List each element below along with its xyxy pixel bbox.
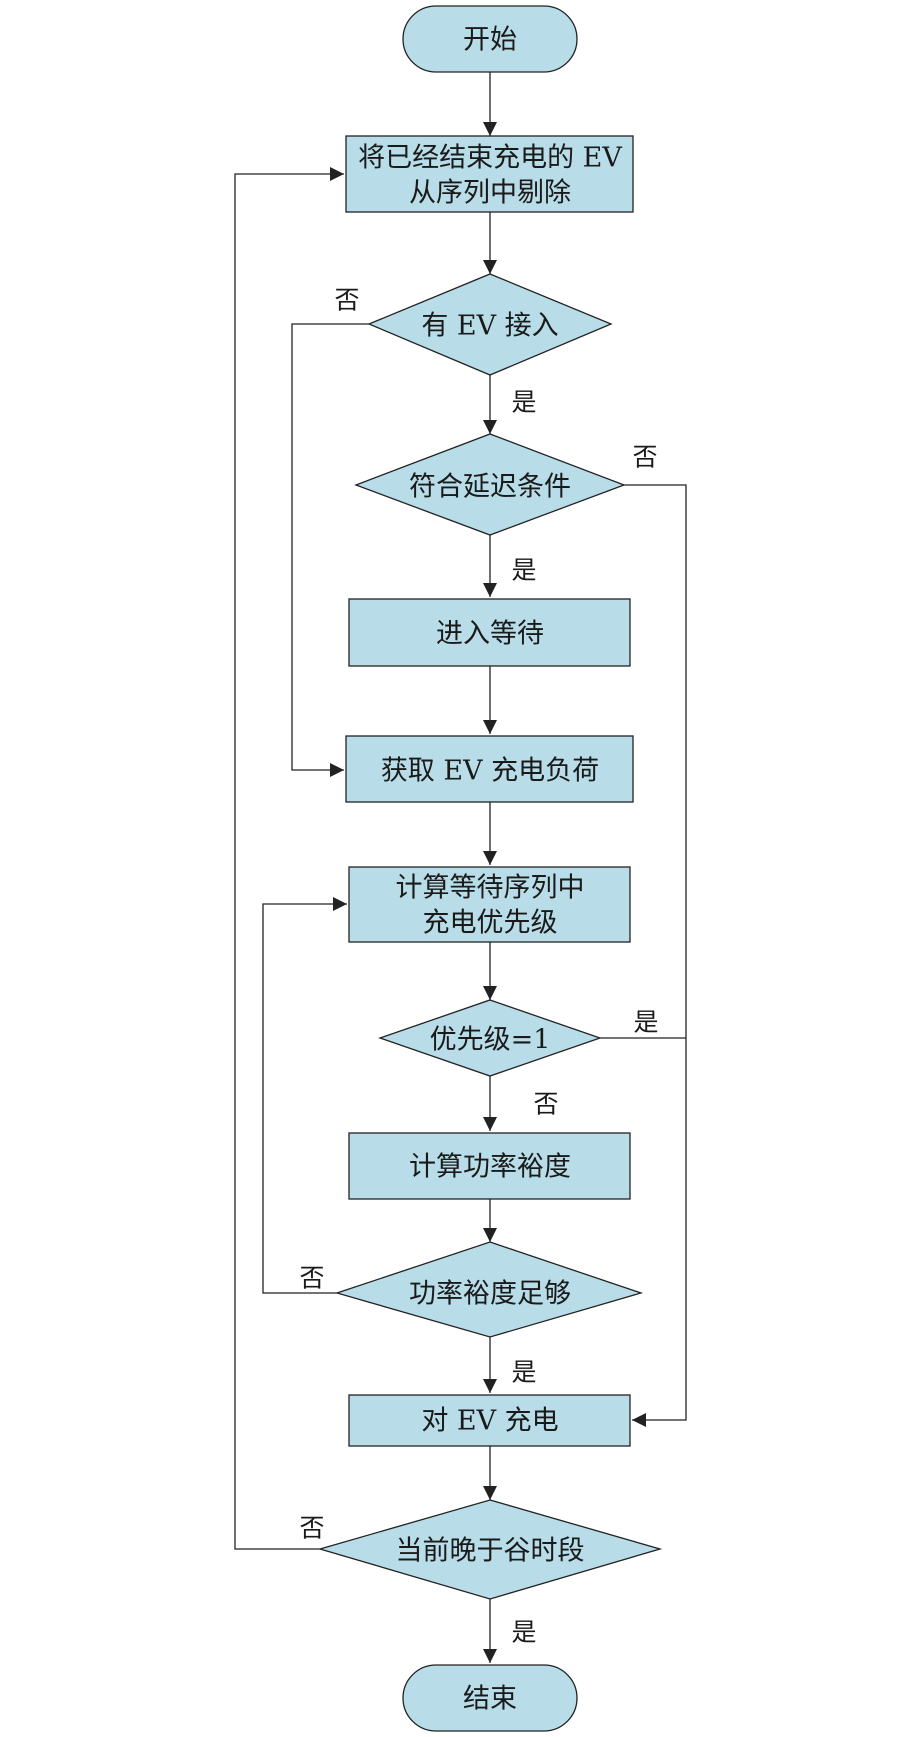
priority-no-label: 否 [533,1090,558,1119]
margin-enough-label: 功率裕度足够 [409,1279,571,1310]
has-ev-yes-label: 是 [511,388,536,417]
enter-wait-process: 进入等待 [348,598,631,667]
start-label: 开始 [463,25,517,56]
enter-wait-label: 进入等待 [436,619,544,650]
has-ev-decision: 有 EV 接入 [367,273,613,376]
charge-ev-process: 对 EV 充电 [348,1394,631,1447]
calc-priority-line1: 计算等待序列中 [396,873,585,904]
remove-finished-ev-process: 将已经结束充电的 EV 从序列中剔除 [345,135,634,213]
connectors [234,72,687,1663]
valley-yes-label: 是 [511,1618,536,1647]
delay-no-label: 否 [632,443,657,472]
calc-power-margin-label: 计算功率裕度 [409,1152,571,1183]
end-terminal: 结束 [402,1664,578,1732]
margin-no-label: 否 [299,1264,324,1293]
after-valley-decision: 当前晚于谷时段 [317,1499,663,1600]
edge-margin-no [262,897,347,1294]
delay-condition-label: 符合延迟条件 [409,472,571,503]
priority-one-label: 优先级=1 [430,1025,551,1056]
edge-valley-no [234,167,344,1550]
delay-condition-decision: 符合延迟条件 [354,433,626,536]
margin-enough-decision: 功率裕度足够 [334,1241,644,1338]
start-terminal: 开始 [402,5,578,73]
branch-labels: 否 是 否 是 是 否 否 是 否 是 [299,286,658,1647]
edge-delay-no [624,484,687,1427]
get-charging-load-process: 获取 EV 充电负荷 [345,735,634,803]
valley-no-label: 否 [299,1514,324,1543]
charge-ev-label: 对 EV 充电 [421,1406,558,1437]
has-ev-no-label: 否 [334,286,359,315]
has-ev-label: 有 EV 接入 [421,311,558,342]
priority-one-decision: 优先级=1 [378,999,602,1077]
margin-yes-label: 是 [511,1358,536,1387]
remove-label-line2: 从序列中剔除 [409,178,571,209]
delay-yes-label: 是 [511,556,536,585]
end-label: 结束 [463,1684,517,1715]
edge-has-ev-no [291,323,369,777]
get-charging-load-label: 获取 EV 充电负荷 [381,756,599,787]
priority-yes-label: 是 [633,1008,658,1037]
calc-power-margin-process: 计算功率裕度 [348,1132,631,1200]
remove-label-line1: 将已经结束充电的 EV [358,143,622,174]
after-valley-label: 当前晚于谷时段 [396,1536,585,1567]
calc-priority-line2: 充电优先级 [423,908,558,939]
calc-priority-process: 计算等待序列中 充电优先级 [348,866,631,943]
